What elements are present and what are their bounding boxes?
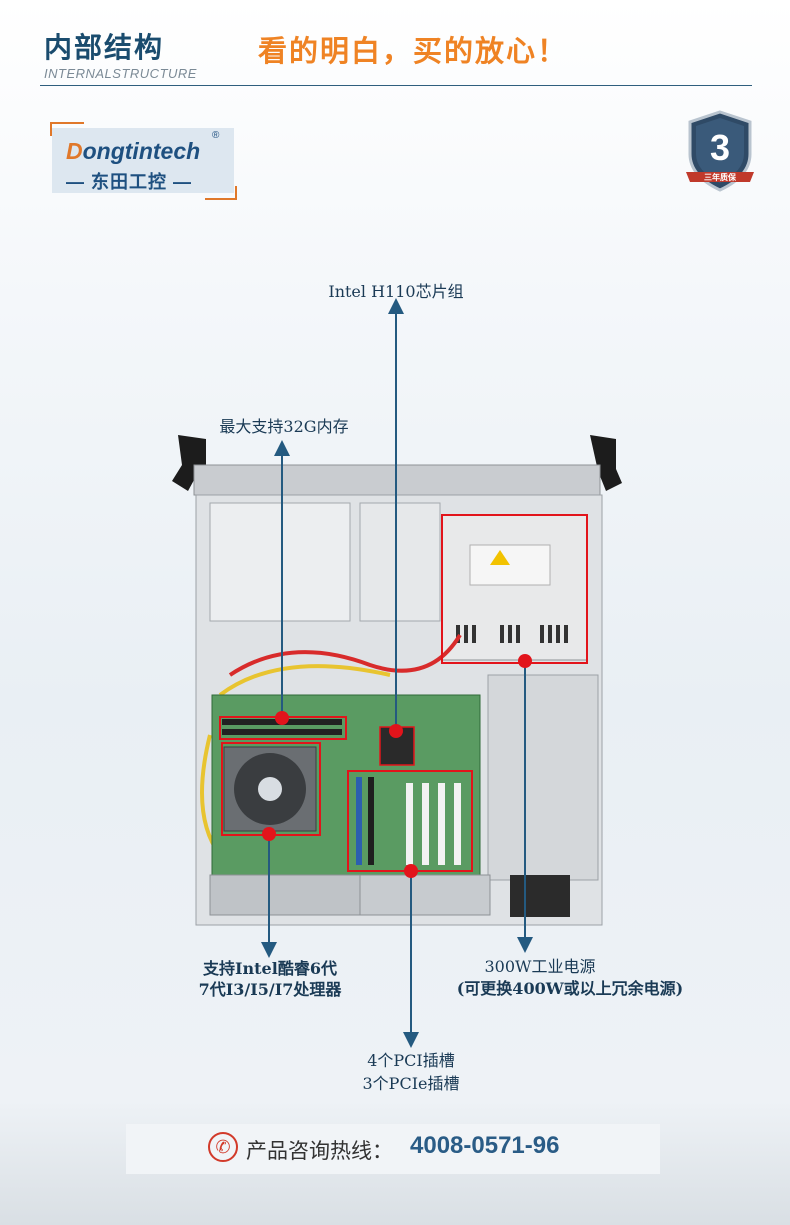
warranty-number: 3 [710, 127, 730, 168]
expansion-slots [356, 777, 461, 865]
cable-yellow [218, 664, 391, 697]
cpu-label-line1: 支持Intel酷睿6代 [203, 959, 337, 978]
memory-marker [275, 711, 289, 725]
drive-bay-left [209, 502, 351, 622]
slots-label-line1: 4个PCI插槽 [367, 1051, 455, 1070]
drive-bay-middle [359, 502, 441, 622]
slots-label-line2: 3个PCIe插槽 [362, 1074, 460, 1093]
psu-vents [456, 625, 568, 643]
logo-wordmark-rest: ongtintech [82, 138, 201, 164]
psu-label-line2: (可更换400W或以上冗余电源) [456, 979, 684, 998]
slogan: 看的明白，买的放心！ [258, 36, 569, 68]
brand-logo [52, 128, 234, 193]
system-fan [510, 875, 570, 917]
contact-bar [126, 1124, 660, 1174]
memory-slot [222, 729, 342, 735]
rear-io-panel [209, 874, 361, 916]
warning-icon [490, 550, 510, 565]
section-subtitle: INTERNALSTRUCTURE [44, 66, 197, 81]
slot-brackets [359, 874, 491, 916]
psu-highlight [441, 514, 588, 664]
header-divider [40, 85, 752, 86]
logo-corner-decoration [205, 186, 237, 200]
chipset-label: Intel H110芯片组 [328, 282, 464, 301]
cpu-label-line2: 7代I3/I5/I7处理器 [198, 980, 342, 999]
right-handle [590, 435, 622, 491]
logo-corner-decoration [50, 122, 84, 136]
warranty-text: 三年质保 [704, 172, 737, 182]
cpu-fan-hub [258, 777, 282, 801]
logo-initial: D [66, 138, 83, 164]
hdd-cage [487, 674, 599, 881]
cpu-marker [262, 827, 276, 841]
phone-icon: ✆ [208, 1132, 238, 1162]
psu-marker [518, 654, 532, 668]
logo-chinese-name: — 东田工控 — [66, 172, 193, 192]
section-title: 内部结构 [44, 32, 165, 63]
cable-red [228, 633, 462, 677]
memory-label: 最大支持32G内存 [219, 417, 349, 436]
logo-wordmark: Dongtintech [66, 138, 200, 165]
contact-phone[interactable]: 4008-0571-96 [410, 1132, 560, 1159]
chipset-marker [389, 724, 403, 738]
registered-mark: ® [212, 130, 220, 141]
chassis-illustration [172, 435, 622, 926]
warranty-badge-icon: 3 三年质保 [686, 110, 754, 192]
psu-label-line1: 300W工业电源 [484, 957, 596, 976]
slots-marker [404, 864, 418, 878]
left-handle [172, 435, 206, 491]
contact-label: 产品咨询热线： [246, 1140, 393, 1163]
